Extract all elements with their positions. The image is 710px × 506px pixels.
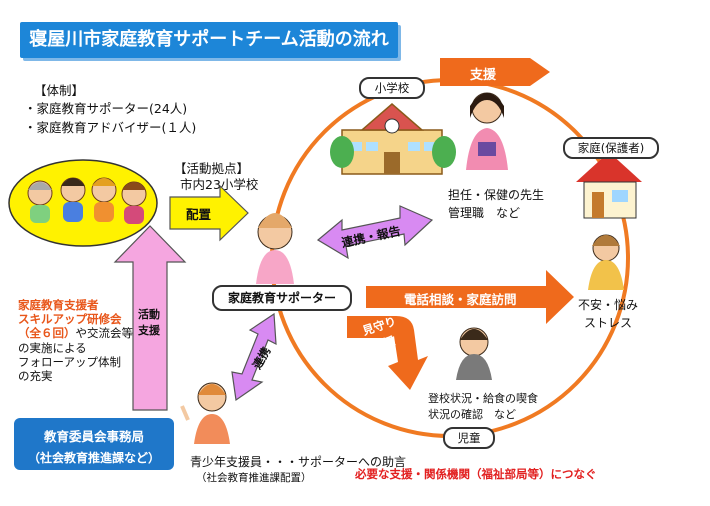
youth-line-2: （社会教育推進課配置） — [196, 472, 312, 484]
structure-heading: 【体制】 — [34, 83, 85, 98]
structure-item-advisor: ・家庭教育アドバイザー(１人) — [24, 120, 197, 135]
placement-arrow — [169, 184, 249, 242]
placement-arrow-label: 配置 — [186, 207, 212, 222]
training-line-6: の充実 — [18, 369, 53, 383]
support-tag — [440, 58, 550, 86]
supporter-node: 家庭教育サポーター — [212, 285, 352, 311]
support-tag-label: 支援 — [470, 68, 497, 83]
supporter-illustration — [256, 213, 294, 284]
training-line-3: （全６回）や交流会等 — [18, 326, 133, 340]
school-node: 小学校 — [359, 77, 425, 99]
education-board-box: 教育委員会事務局 （社会教育推進課など） — [14, 418, 174, 470]
phone-visit-arrow — [366, 270, 574, 324]
training-line-5: フォローアップ体制 — [18, 355, 122, 369]
training-exchange: や交流会等 — [75, 326, 134, 340]
phone-visit-label: 電話相談・家庭訪問 — [404, 292, 517, 307]
child-line-2: 状況の確認 など — [428, 408, 516, 421]
structure-item-supporter: ・家庭教育サポーター(24人) — [24, 101, 188, 116]
liaison-arrow — [231, 312, 277, 402]
activity-support-arrow — [113, 225, 187, 411]
training-line-4: の実施による — [18, 341, 87, 355]
supporter-group-ellipse — [8, 159, 158, 247]
training-line-2: スキルアップ研修会 — [18, 312, 122, 326]
supporter-group-illustration — [27, 177, 147, 224]
home-node: 家庭(保護者) — [563, 137, 659, 159]
footer-note: 必要な支援・関係機関（福祉部局等）につなぐ — [355, 467, 597, 481]
activity-support-label-2: 支援 — [138, 324, 160, 337]
activity-circle — [270, 78, 630, 438]
base-value: 市内23小学校 — [180, 177, 259, 192]
training-session-count: （全６回） — [18, 326, 76, 340]
teacher-illustration — [466, 92, 508, 170]
parent-illustration — [588, 234, 624, 290]
teacher-line-1: 担任・保健の先生 — [448, 188, 545, 202]
training-line-1: 家庭教育支援者 — [18, 298, 99, 312]
board-line-1: 教育委員会事務局 — [43, 429, 144, 444]
watch-support-arrow — [347, 316, 428, 390]
youth-line-1: 青少年支援員・・・サポーターへの助言 — [190, 455, 407, 469]
house-illustration — [576, 152, 642, 219]
parent-line-1: 不安・悩み — [578, 298, 639, 312]
base-heading: 【活動拠点】 — [174, 161, 250, 176]
page-title: 寝屋川市家庭教育サポートチーム活動の流れ — [20, 22, 398, 58]
parent-line-2: ストレス — [584, 316, 633, 330]
board-line-2: （社会教育推進課など） — [27, 451, 160, 465]
youth-staff-illustration — [180, 382, 230, 444]
liaison-report-arrow — [316, 205, 434, 260]
activity-support-label-1: 活動 — [138, 308, 160, 321]
child-node: 児童 — [443, 427, 495, 449]
school-illustration — [330, 103, 456, 175]
child-illustration — [456, 327, 492, 380]
teacher-line-2: 管理職 など — [448, 206, 521, 220]
child-line-1: 登校状況・給食の喫食 — [428, 392, 538, 405]
